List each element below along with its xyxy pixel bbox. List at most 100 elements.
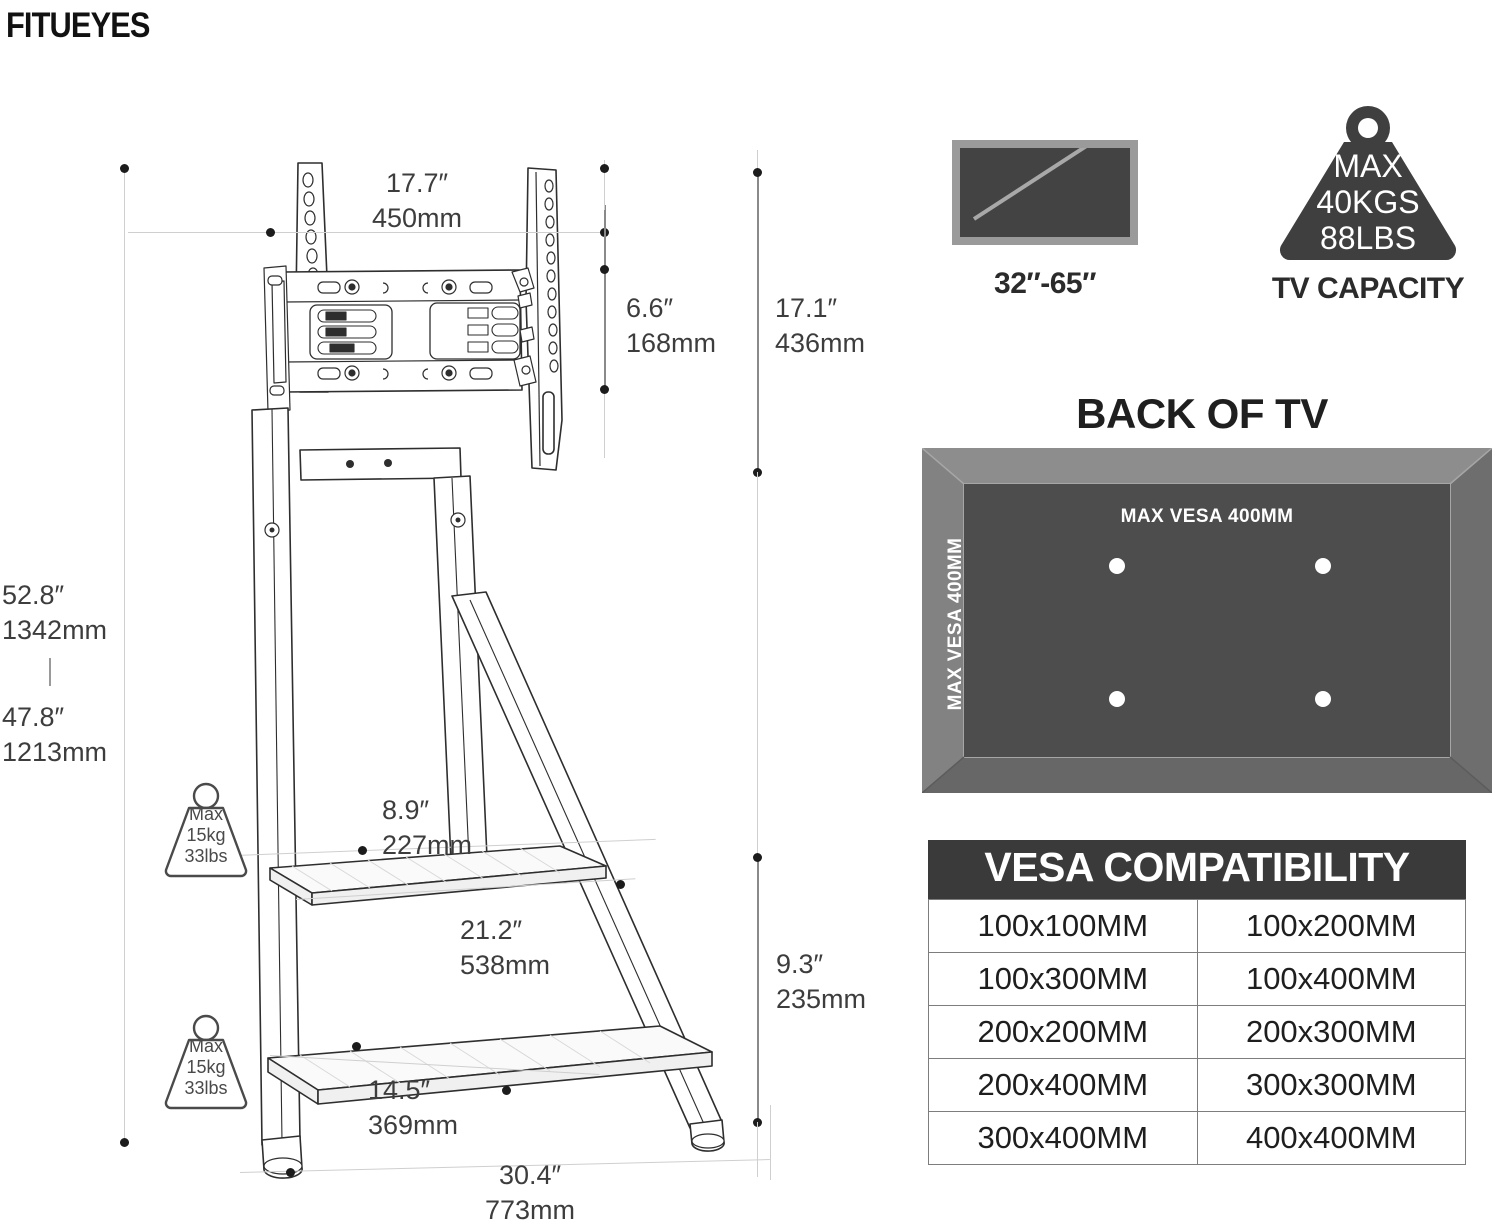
tv-stand-line-drawing <box>251 162 725 1179</box>
guide-ext-bracket-top <box>604 160 605 210</box>
tv-screen-inner <box>960 148 1130 237</box>
dim-bracket-height-mm: 168mm <box>626 328 717 358</box>
tv-back-frame <box>922 448 1492 793</box>
dim-dot-bracket-top <box>600 265 609 274</box>
diagonal-line-icon <box>972 148 1098 222</box>
guide-ext-mount-top <box>757 150 758 175</box>
capacity-line1: MAX <box>1333 148 1403 184</box>
vesa-hole-bottom-left <box>1109 691 1125 707</box>
vesa-cell: 100x300MM <box>928 952 1198 1006</box>
tv-size-label: 32″-65″ <box>994 267 1096 300</box>
vesa-cell: 200x400MM <box>928 1058 1198 1112</box>
dim-shelf-depth-inch: 8.9″ <box>382 795 430 825</box>
dim-base-clearance-mm: 235mm <box>776 984 867 1014</box>
table-row: 200x200MM 200x300MM <box>928 1005 1466 1059</box>
dim-shelf-width-mm: 538mm <box>460 950 551 980</box>
vesa-table-title: VESA COMPATIBILITY <box>928 840 1466 899</box>
dim-label-shelf-depth: 8.9″ 227mm <box>382 793 472 863</box>
dim-separator-tick <box>49 658 51 686</box>
dim-dot-shelf-depth <box>358 846 367 855</box>
dim-total-height-inch: 52.8″ <box>2 580 65 610</box>
dim-shelf-width-inch: 21.2″ <box>460 915 523 945</box>
dim-width-top-inch: 17.7″ <box>385 168 449 198</box>
vesa-cell: 100x200MM <box>1196 899 1466 953</box>
dim-dot-base-depth-a <box>352 1042 361 1051</box>
dim-base-depth-mm: 369mm <box>368 1110 459 1140</box>
shelf-load-lower-line1: Max <box>188 1036 223 1056</box>
dim-mount-height-mm: 436mm <box>775 328 866 358</box>
dim-dot-bracket-bottom <box>600 385 609 394</box>
table-row: 200x400MM 300x300MM <box>928 1058 1466 1112</box>
dim-mount-height-inch: 17.1″ <box>775 293 838 323</box>
dim-bracket-height-inch: 6.6″ <box>626 293 674 323</box>
weight-icon <box>1279 106 1457 261</box>
dim-base-depth-inch: 14.5″ <box>368 1075 431 1105</box>
dim-lower-height-mm: 1213mm <box>2 737 108 767</box>
guide-line-top-width <box>128 232 608 233</box>
tv-capacity-label: TV CAPACITY <box>1271 272 1465 305</box>
shelf-load-upper-line2: 15kg <box>186 825 226 845</box>
vesa-cell: 100x100MM <box>928 899 1198 953</box>
dim-label-width-top: 17.7″ 450mm <box>372 166 462 236</box>
dim-dot-shelf-width <box>616 880 625 889</box>
guide-line-right-long <box>757 472 758 857</box>
dim-dot-width-left <box>266 228 275 237</box>
guide-ext-base-right <box>770 1105 771 1180</box>
dim-label-base-width: 30.4″ 773mm <box>430 1158 630 1223</box>
capacity-weight-icon: MAX 40KGS 88LBS <box>1268 104 1468 262</box>
tv-size-block: 32″-65″ <box>952 140 1138 301</box>
shelf-load-upper-line3: 33lbs <box>184 846 228 866</box>
dim-dot-base-depth-b <box>502 1086 511 1095</box>
dim-label-total-height: 52.8″ 1342mm <box>2 578 107 648</box>
vesa-table-body: 100x100MM 100x200MM 100x300MM 100x400MM … <box>928 899 1466 1165</box>
brand-logo: FITUEYES <box>6 6 150 45</box>
dim-dot-clearance-top <box>753 853 762 862</box>
dim-lower-height-inch: 47.8″ <box>2 702 65 732</box>
dim-dot-mount-top <box>753 168 762 177</box>
vesa-hole-top-right <box>1315 558 1331 574</box>
shelf-load-badge-upper: Max 15kg 33lbs <box>158 778 254 878</box>
dim-base-width-inch: 30.4″ <box>498 1160 562 1190</box>
dim-label-base-clearance: 9.3″ 235mm <box>776 947 866 1017</box>
dim-dot-base-width-left <box>286 1168 295 1177</box>
vesa-vertical-label: MAX VESA 400MM <box>945 537 966 711</box>
vesa-cell: 300x400MM <box>928 1111 1198 1165</box>
capacity-line2: 40KGS <box>1316 184 1420 220</box>
back-of-tv-title: BACK OF TV <box>1076 390 1328 437</box>
table-row: 100x100MM 100x200MM <box>928 899 1466 953</box>
dim-line-bracket-height <box>604 205 606 390</box>
shelf-load-lower-text: Max 15kg 33lbs <box>158 1036 254 1099</box>
dim-line-base-clearance <box>757 857 759 1122</box>
dim-shelf-depth-mm: 227mm <box>382 830 473 860</box>
vesa-cell: 300x300MM <box>1196 1058 1466 1112</box>
shelf-load-upper-text: Max 15kg 33lbs <box>158 804 254 867</box>
vesa-hole-bottom-right <box>1315 691 1331 707</box>
weight-icon <box>164 782 248 878</box>
vesa-horizontal-label: MAX VESA 400MM <box>1120 506 1294 527</box>
capacity-text: MAX 40KGS 88LBS <box>1268 148 1468 256</box>
dim-label-mount-height: 17.1″ 436mm <box>775 291 865 361</box>
dim-base-clearance-inch: 9.3″ <box>776 949 824 979</box>
vesa-cell: 400x400MM <box>1196 1111 1466 1165</box>
vesa-cell: 200x200MM <box>928 1005 1198 1059</box>
guide-line-total-height <box>124 168 125 1143</box>
shelf-load-badge-lower: Max 15kg 33lbs <box>158 1010 254 1110</box>
tv-capacity-block: MAX 40KGS 88LBS TV CAPACITY <box>1268 104 1468 306</box>
dim-label-lower-height: 47.8″ 1213mm <box>2 700 107 770</box>
shelf-load-lower-line2: 15kg <box>186 1057 226 1077</box>
vesa-cell: 100x400MM <box>1196 952 1466 1006</box>
shelf-load-upper-line1: Max <box>188 804 223 824</box>
dim-dot-bracket-ext <box>600 164 609 173</box>
capacity-line3: 88LBS <box>1319 220 1417 256</box>
guide-ext-clearance-bottom <box>757 1122 758 1177</box>
table-row: 100x300MM 100x400MM <box>928 952 1466 1006</box>
tv-screen-icon <box>952 140 1138 245</box>
shelf-load-lower-line3: 33lbs <box>184 1078 228 1098</box>
table-row: 300x400MM 400x400MM <box>928 1111 1466 1165</box>
dim-dot-total-bottom <box>120 1138 129 1147</box>
vesa-compatibility-table: VESA COMPATIBILITY 100x100MM 100x200MM 1… <box>928 840 1466 1165</box>
dim-line-mount-height <box>757 172 759 472</box>
guide-ext-bracket-bottom <box>604 388 605 458</box>
dim-dot-total-top <box>120 164 129 173</box>
